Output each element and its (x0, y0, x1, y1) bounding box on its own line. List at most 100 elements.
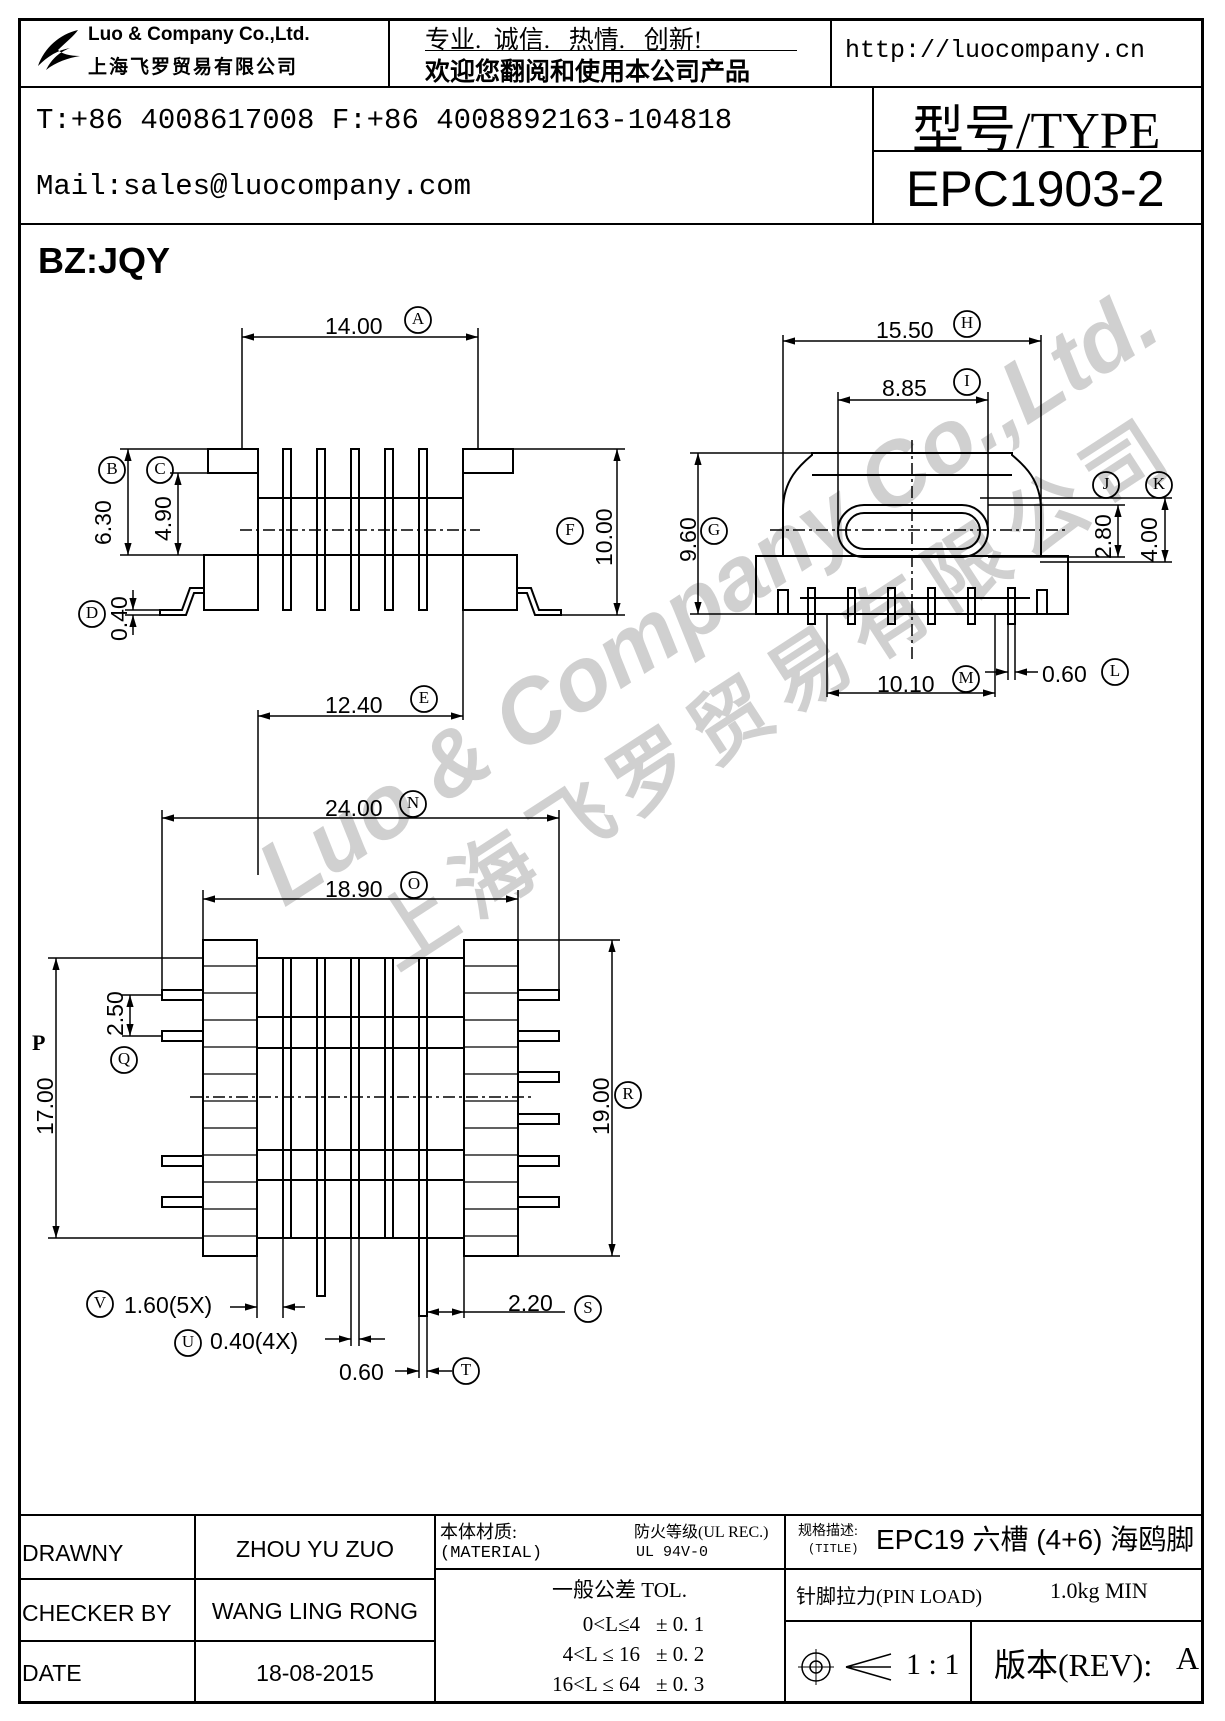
dim-k: 4.00 (1136, 517, 1162, 562)
checker-value: WANG LING RONG (211, 1598, 419, 1624)
dim-m-letter: M (958, 668, 974, 687)
dim-d-letter: D (85, 603, 99, 622)
dim-v-letter: V (93, 1293, 107, 1312)
material-label-cn: 本体材质: (440, 1522, 518, 1542)
rev-label: 版本(REV): (994, 1647, 1153, 1683)
dim-o: 18.90 (325, 876, 383, 902)
titleblock-row-mid (434, 1568, 1204, 1570)
front-view (159, 448, 562, 616)
dim-u: 0.40(4X) (210, 1328, 299, 1354)
dim-q-letter: Q (117, 1049, 131, 1068)
dim-b-letter: B (106, 459, 118, 478)
header-divider (18, 86, 1204, 88)
company-name-en: Luo & Company Co.,Ltd. (88, 24, 310, 45)
dim-b: 6.30 (90, 500, 116, 545)
rev-value: A (1176, 1640, 1200, 1676)
dim-s-letter: S (583, 1298, 593, 1317)
fire-rating-label: 防火等级(UL REC.) (634, 1524, 769, 1541)
phone-fax: T:+86 4008617008 F:+86 4008892163-104818 (36, 104, 733, 137)
titleblock-col-1 (194, 1514, 196, 1704)
front-top-left-cap (207, 448, 259, 474)
dim-t-letter: T (460, 1360, 472, 1379)
dim-o-letter: O (407, 874, 421, 893)
title-label-cn: 规格描述: (798, 1524, 858, 1539)
drawn-value: ZHOU YU ZUO (235, 1536, 395, 1562)
titleblock-col-3 (784, 1514, 786, 1704)
projection-symbol-icon (798, 1649, 892, 1685)
dimension-circles (78, 306, 1173, 1385)
bottom-left-rail (202, 939, 258, 1257)
dim-n-letter: N (406, 793, 420, 812)
drawing-frame (18, 18, 1204, 1704)
titleblock-top-line (18, 1514, 1204, 1516)
dim-i-letter: I (964, 371, 970, 390)
title-value: EPC19 六槽 (4+6) 海鸥脚 (876, 1524, 1195, 1555)
dim-j-letter: J (1102, 474, 1110, 493)
titleblock-col-2 (434, 1514, 436, 1704)
front-right-foot (462, 554, 518, 611)
website-link[interactable]: http://luocompany.cn (845, 36, 1146, 65)
dim-l-letter: L (1109, 661, 1121, 680)
titleblock-col-4 (970, 1620, 972, 1704)
tol-title: 一般公差 TOL. (552, 1578, 687, 1602)
front-rib-2 (316, 448, 326, 611)
tol-row-2-value: ± 0. 2 (656, 1642, 705, 1666)
slogan-line-1: 专业. 诚信. 热情. 创新! (425, 27, 703, 54)
type-label: 型号/TYPE (912, 103, 1161, 160)
side-view (755, 440, 1069, 660)
front-view-dims (120, 328, 625, 875)
dim-h: 15.50 (876, 317, 934, 343)
dim-j: 2.80 (1090, 514, 1116, 559)
dim-r: 19.00 (588, 1077, 614, 1135)
dim-a-letter: A (411, 309, 425, 328)
side-view-dims (690, 335, 1172, 697)
pin-load-value: 1.0kg MIN (1050, 1578, 1148, 1603)
front-left-pin (159, 587, 205, 616)
material-label-en: (MATERIAL) (440, 1544, 543, 1563)
header-sep-1 (388, 18, 390, 86)
dim-p: 17.00 (32, 1077, 58, 1135)
type-divider (872, 150, 1204, 152)
titleblock-row-2 (18, 1640, 436, 1642)
dim-i: 8.85 (882, 375, 927, 401)
front-left-foot (203, 554, 259, 611)
front-rib-4 (384, 448, 394, 611)
drawn-label: DRAWNY (22, 1540, 124, 1566)
title-label-en: (TITLE) (808, 1542, 859, 1556)
titleblock-row-1 (18, 1578, 436, 1580)
tol-row-3-value: ± 0. 3 (656, 1672, 705, 1696)
type-value: EPC1903-2 (906, 161, 1165, 217)
titleblock-row-right (784, 1620, 1204, 1622)
company-name-cn: 上海飞罗贸易有限公司 (88, 57, 299, 78)
scale-value: 1 : 1 (906, 1648, 960, 1681)
pin-load-label: 针脚拉力(PIN LOAD) (796, 1586, 983, 1608)
header-sep-2 (830, 18, 832, 86)
mail-address[interactable]: Mail:sales@luocompany.com (36, 170, 472, 203)
fire-rating-value: UL 94V-0 (636, 1544, 709, 1561)
dim-s: 2.20 (508, 1290, 553, 1316)
dim-e-letter: E (418, 688, 430, 707)
date-label: DATE (22, 1660, 82, 1686)
dim-g: 9.60 (675, 517, 701, 562)
bz-label: BZ:JQY (38, 240, 171, 281)
dim-e: 12.40 (325, 692, 383, 718)
bottom-right-rail (463, 939, 519, 1257)
checker-label: CHECKER BY (22, 1600, 172, 1626)
dim-l: 0.60 (1042, 661, 1087, 687)
dim-f: 10.00 (591, 508, 617, 566)
front-rib-1 (282, 448, 292, 611)
side-body (782, 452, 1042, 556)
slogan-underline (425, 50, 797, 51)
dim-m: 10.10 (877, 671, 935, 697)
bottom-view-dims (48, 810, 620, 1378)
dim-a: 14.00 (325, 313, 383, 339)
tol-row-1-range: 0<L≤4 (582, 1612, 640, 1636)
dim-p-letter: P (32, 1030, 46, 1055)
dim-c-letter: C (154, 459, 166, 478)
front-top-right-cap (462, 448, 514, 474)
dim-c: 4.90 (150, 496, 176, 541)
tol-row-1-value: ± 0. 1 (656, 1612, 705, 1636)
front-rib-3 (350, 448, 360, 611)
front-rib-5 (418, 448, 428, 611)
